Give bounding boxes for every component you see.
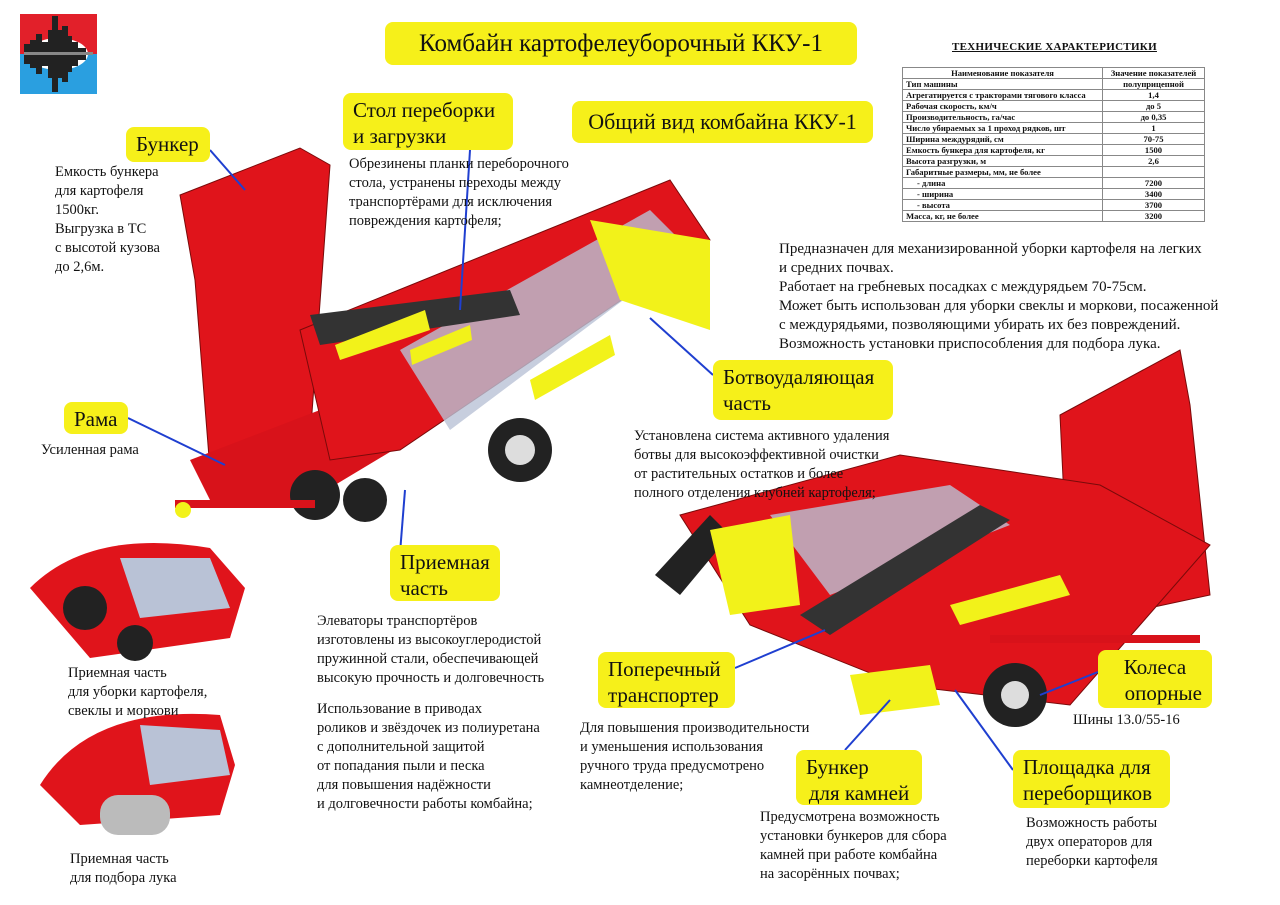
desc-line: на засорённых почвах;	[760, 866, 900, 882]
desc-line: пружинной стали, обеспечивающей	[317, 651, 539, 667]
intro-line: Может быть использован для уборки свеклы…	[779, 298, 1219, 314]
label-line: и загрузки	[353, 124, 447, 148]
desc-line: Предусмотрена возможность	[760, 809, 940, 825]
desc-line: от растительных остатков и более	[634, 466, 844, 482]
label-line: Ботвоудаляющая	[723, 365, 875, 389]
desc-line: Выгрузка в ТС	[55, 221, 147, 237]
desc-frame: Усиленная рама	[41, 442, 139, 458]
label-line: часть	[723, 391, 771, 415]
label-frame: Рама	[64, 402, 128, 434]
desc-line: с дополнительной защитой	[317, 739, 485, 755]
desc-line: изготовлены из высокоуглеродистой	[317, 632, 542, 648]
desc-line: Емкость бункера	[55, 164, 159, 180]
spec-value: 3200	[1102, 210, 1205, 222]
desc-stone-bunker: Предусмотрена возможность установки бунк…	[760, 808, 947, 884]
label-platform: Площадка для переборщиков	[1013, 750, 1170, 808]
inset-beet-intake-illustration	[30, 543, 245, 661]
desc-line: и долговечности работы комбайна;	[317, 796, 533, 812]
label-stone-bunker: Бункер для камней	[796, 750, 922, 805]
desc-line: для повышения надёжности	[317, 777, 491, 793]
desc-line: ручного труда предусмотрено	[580, 758, 765, 774]
intro-line: и средних почвах.	[779, 260, 894, 276]
desc-line: роликов и звёздочек из полиуретана	[317, 720, 540, 736]
label-haulm-removal: Ботвоудаляющая часть	[713, 360, 893, 420]
page-title: Комбайн картофелеуборочный ККУ-1	[385, 22, 857, 65]
desc-haulm-removal: Установлена система активного удаления б…	[634, 427, 889, 503]
label-line: Стол переборки	[353, 98, 496, 122]
intro-line: Работает на гребневых посадках с междуря…	[779, 279, 1147, 295]
caption-line: Приемная часть	[70, 851, 169, 867]
desc-line: повреждения картофеля;	[349, 213, 502, 229]
caption-line: для подбора лука	[70, 870, 177, 886]
label-bunker: Бункер	[126, 127, 210, 162]
label-line: переборщиков	[1023, 781, 1153, 805]
specs-title: ТЕХНИЧЕСКИЕ ХАРАКТЕРИСТИКИ	[952, 41, 1157, 53]
label-cross-conveyor: Поперечный транспортер	[598, 652, 735, 708]
caption-onion-intake: Приемная часть для подбора лука	[70, 850, 177, 888]
label-line: Бункер	[806, 755, 869, 779]
desc-line: стола, устранены переходы между	[349, 175, 561, 191]
desc-line: камней при работе комбайна	[760, 847, 938, 863]
label-line: транспортер	[608, 683, 719, 707]
label-line: опорные	[1124, 681, 1202, 705]
desc-line: установки бункеров для сбора	[760, 828, 947, 844]
desc-line: Установлена система активного удаления	[634, 428, 890, 444]
desc-line: Для повышения производительности	[580, 720, 810, 736]
intro-line: Возможность установки приспособления для…	[779, 336, 1161, 352]
label-line: Приемная	[400, 550, 490, 574]
desc-line: для картофеля	[55, 183, 144, 199]
desc-line: двух операторов для	[1026, 834, 1153, 850]
label-line: Колеса	[1123, 655, 1187, 679]
desc-line: Использование в приводах	[317, 701, 483, 717]
desc-wheels: Шины 13.0/55-16	[1073, 712, 1180, 728]
desc-line: ботвы для высокоэффективной очистки	[634, 447, 879, 463]
intro-line: Предназначен для механизированной уборки…	[779, 241, 1202, 257]
intro-text: Предназначен для механизированной уборки…	[779, 240, 1218, 354]
label-line: Площадка для	[1023, 755, 1151, 779]
label-line: для камней	[808, 781, 910, 805]
desc-platform: Возможность работы двух операторов для п…	[1026, 814, 1158, 871]
company-logo	[20, 14, 97, 94]
specs-table: Наименование показателя Значение показат…	[902, 67, 1205, 222]
inset-onion-intake-illustration	[40, 713, 235, 835]
label-wheels: Колеса опорные	[1098, 650, 1212, 708]
desc-line: до 2,6м.	[55, 259, 105, 275]
subtitle: Общий вид комбайна ККУ-1	[572, 101, 873, 143]
label-line: Поперечный	[608, 657, 721, 681]
combine-rear-illustration	[655, 349, 1211, 727]
desc-intake-drives: Использование в приводах роликов и звёзд…	[317, 700, 540, 814]
desc-line: с высотой кузова	[55, 240, 160, 256]
combine-main-illustration	[175, 147, 711, 522]
desc-cross-conveyor: Для повышения производительности и умень…	[580, 719, 809, 795]
label-intake: Приемная часть	[390, 545, 500, 601]
desc-line: и уменьшения использования	[580, 739, 763, 755]
caption-line: для уборки картофеля,	[68, 684, 208, 700]
desc-line: Обрезинены планки переборочного	[349, 156, 569, 172]
caption-beet-intake: Приемная часть для уборки картофеля, све…	[68, 664, 207, 721]
desc-line: полного отделения клубней картофеля;	[634, 485, 876, 501]
caption-line: свеклы и моркови	[68, 703, 179, 719]
desc-line: 1500кг.	[55, 202, 99, 218]
label-sorting-table: Стол переборки и загрузки	[343, 93, 513, 150]
desc-sorting-table: Обрезинены планки переборочного стола, у…	[349, 155, 569, 231]
desc-intake-elevators: Элеваторы транспортёров изготовлены из в…	[317, 612, 544, 688]
specs-row: Габаритные размеры, мм, не более	[902, 166, 1205, 178]
intro-line: с междурядьями, позволяющими убирать их …	[779, 317, 1181, 333]
label-line: часть	[400, 576, 448, 600]
desc-bunker: Емкость бункера для картофеля 1500кг. Вы…	[55, 163, 160, 277]
caption-line: Приемная часть	[68, 665, 167, 681]
desc-line: переборки картофеля	[1026, 853, 1158, 869]
desc-line: высокую прочность и долговечность	[317, 670, 545, 686]
desc-line: Возможность работы	[1026, 815, 1158, 831]
desc-line: камнеотделение;	[580, 777, 684, 793]
desc-line: от попадания пыли и песка	[317, 758, 485, 774]
desc-line: транспортёрами для исключения	[349, 194, 553, 210]
desc-line: Элеваторы транспортёров	[317, 613, 478, 629]
